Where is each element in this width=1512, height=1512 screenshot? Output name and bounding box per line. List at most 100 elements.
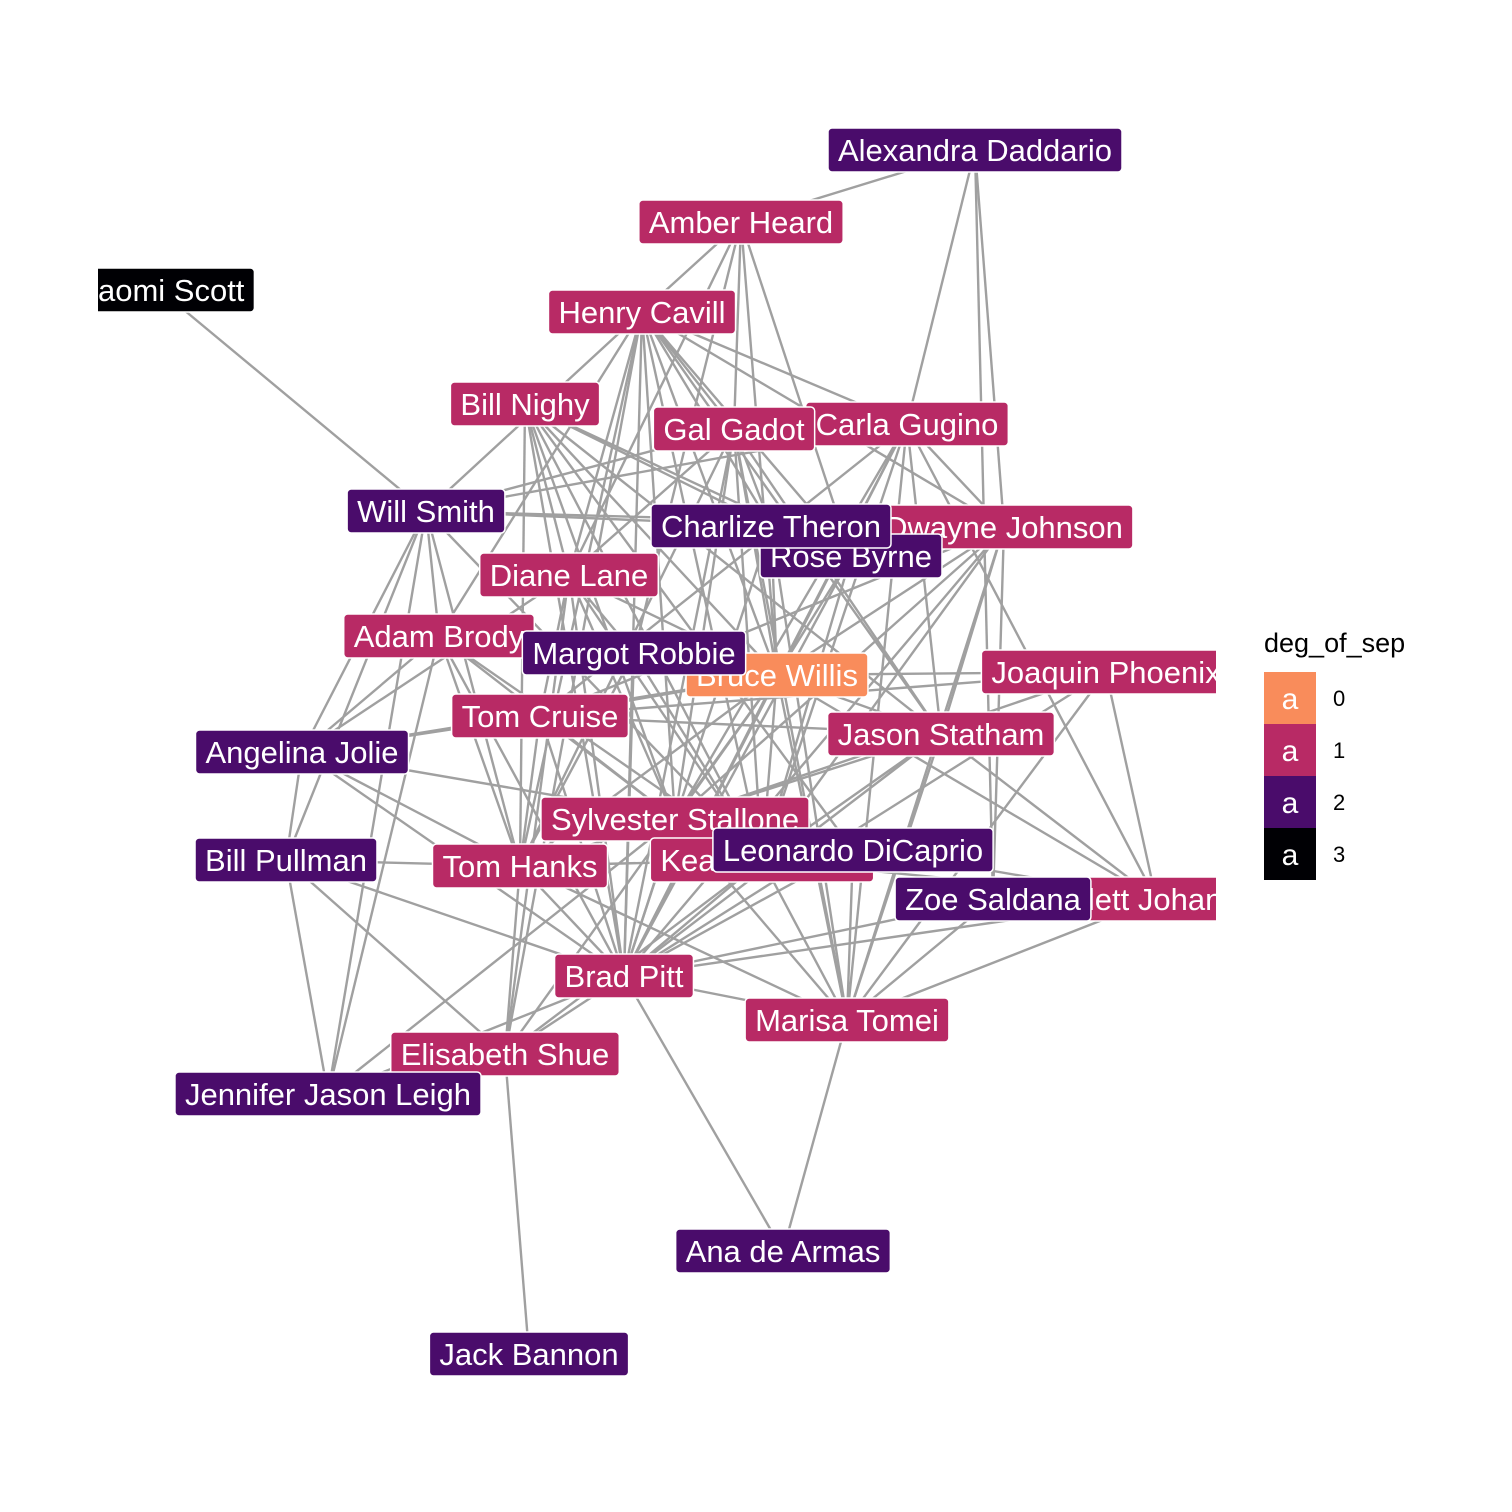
node-box-jennifer <box>174 1071 482 1117</box>
node-box-alexandra <box>827 127 1123 173</box>
node-box-ana <box>674 1228 892 1274</box>
node-diane[interactable]: Diane Lane <box>478 552 660 598</box>
node-box-jason <box>826 711 1056 757</box>
node-label-brad: Brad Pitt <box>565 959 684 994</box>
node-bruce[interactable]: Bruce Willis <box>685 652 869 698</box>
node-label-jason: Jason Statham <box>838 717 1045 752</box>
node-carla[interactable]: Carla Gugino <box>804 401 1010 447</box>
edge-carla-keanu <box>760 423 909 861</box>
edge-joaquin-scarlett <box>1104 671 1158 900</box>
legend-swatch-1 <box>1264 724 1316 776</box>
node-box-marisa <box>744 997 950 1043</box>
edge-gal-sylvester <box>673 428 736 820</box>
node-zoe[interactable]: Zoe Saldana <box>894 876 1092 922</box>
edge-billnighy-jason <box>524 403 942 735</box>
edge-adam-brad <box>437 635 626 977</box>
node-jack[interactable]: Jack Bannon <box>428 1331 630 1377</box>
edge-naomi-willsmith <box>159 289 427 512</box>
edge-alexandra-dwayne <box>973 149 1006 528</box>
legend-title: deg_of_sep <box>1264 628 1405 658</box>
node-box-tomcruise <box>450 693 630 739</box>
node-alexandra[interactable]: Alexandra Daddario <box>827 127 1123 173</box>
node-margot[interactable]: Margot Robbie <box>521 630 747 676</box>
node-label-angelina: Angelina Jolie <box>205 735 398 770</box>
node-label-marisa: Marisa Tomei <box>755 1003 939 1038</box>
edge-gal-diane <box>568 428 735 576</box>
edge-marisa-ana <box>781 1019 849 1252</box>
node-box-leonardo <box>712 827 994 873</box>
node-jennifer[interactable]: Jennifer Jason Leigh <box>174 1071 482 1117</box>
edge-jason-marisa <box>845 733 943 1021</box>
legend-label-0: 0 <box>1333 686 1345 711</box>
node-henry[interactable]: Henry Cavill <box>547 289 737 335</box>
legend-swatch-0 <box>1264 672 1316 724</box>
node-tomhanks[interactable]: Tom Hanks <box>431 843 609 889</box>
node-box-tomhanks <box>431 843 609 889</box>
node-label-carla: Carla Gugino <box>816 407 999 442</box>
node-label-charlize: Charlize Theron <box>661 509 881 544</box>
node-box-charlize <box>650 503 892 549</box>
node-label-tomhanks: Tom Hanks <box>442 849 597 884</box>
edge-amber-gal <box>732 221 743 430</box>
edge-billpullman-jennifer <box>284 859 330 1095</box>
edge-alexandra-carla <box>905 149 977 425</box>
edge-adam-jennifer <box>326 635 441 1095</box>
node-label-amber: Amber Heard <box>649 205 833 240</box>
node-angelina[interactable]: Angelina Jolie <box>194 729 410 775</box>
node-label-diane: Diane Lane <box>490 558 649 593</box>
node-box-amber <box>638 199 844 245</box>
edge-gal-keanu <box>732 428 764 861</box>
node-ana[interactable]: Ana de Armas <box>674 1228 892 1274</box>
node-charlize[interactable]: Charlize Theron <box>650 503 892 549</box>
node-leonardo[interactable]: Leonardo DiCaprio <box>712 827 994 873</box>
edge-charlize-brad <box>622 525 773 977</box>
legend-key-glyph-1: a <box>1282 735 1299 768</box>
edge-elisabeth-jack <box>503 1053 531 1355</box>
edge-willsmith-tomhanks <box>424 510 522 867</box>
node-elisabeth[interactable]: Elisabeth Shue <box>389 1031 621 1077</box>
legend-label-2: 2 <box>1333 790 1345 815</box>
node-tomcruise[interactable]: Tom Cruise <box>450 693 630 739</box>
node-box-brad <box>553 953 695 999</box>
node-billnighy[interactable]: Bill Nighy <box>449 381 601 427</box>
node-adam[interactable]: Adam Brody <box>342 613 536 659</box>
node-box-zoe <box>894 876 1092 922</box>
node-label-gal: Gal Gadot <box>663 412 805 447</box>
edge-keanu-marisa <box>760 859 849 1021</box>
node-box-billnighy <box>449 381 601 427</box>
edge-charlize-marisa <box>769 525 849 1021</box>
edge-carla-sylvester <box>673 423 909 820</box>
node-amber[interactable]: Amber Heard <box>638 199 844 245</box>
node-naomi[interactable]: Naomi Scott <box>66 267 256 313</box>
edge-margot-tomhanks <box>518 652 636 867</box>
edge-henry-bruce <box>640 311 779 676</box>
edge-bruce-elisabeth <box>504 674 778 1055</box>
node-label-tomcruise: Tom Cruise <box>462 699 619 734</box>
edge-adam-tomhanks <box>437 635 522 867</box>
node-joaquin[interactable]: Joaquin Phoenix <box>980 649 1230 695</box>
node-label-jack: Jack Bannon <box>439 1337 618 1372</box>
node-gal[interactable]: Gal Gadot <box>652 406 816 452</box>
node-willsmith[interactable]: Will Smith <box>346 488 506 534</box>
edge-sylvester-jennifer <box>327 818 676 1095</box>
node-box-naomi <box>98 267 256 313</box>
legend-label-3: 3 <box>1333 842 1345 867</box>
node-label-zoe: Zoe Saldana <box>905 882 1082 917</box>
node-marisa[interactable]: Marisa Tomei <box>744 997 950 1043</box>
node-jason[interactable]: Jason Statham <box>826 711 1056 757</box>
node-label-henry: Henry Cavill <box>558 295 725 330</box>
edge-billpullman-elisabeth <box>285 859 506 1055</box>
node-brad[interactable]: Brad Pitt <box>553 953 695 999</box>
node-billpullman[interactable]: Bill Pullman <box>194 837 378 883</box>
edge-brad-ana <box>622 975 785 1252</box>
edge-dwayne-brad <box>623 526 1005 977</box>
legend-label-1: 1 <box>1333 738 1345 763</box>
node-label-billpullman: Bill Pullman <box>205 843 367 878</box>
